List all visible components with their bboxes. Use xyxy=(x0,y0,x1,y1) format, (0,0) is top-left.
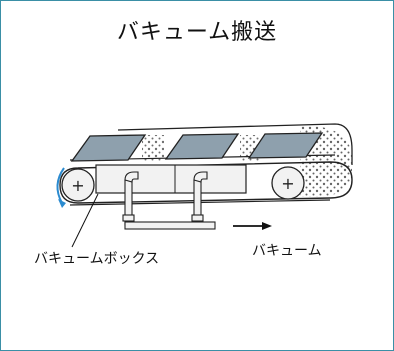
diagram-title: バキューム搬送 xyxy=(116,20,278,45)
belt-back-edge xyxy=(117,123,353,165)
vacuum-box-label: バキュームボックス xyxy=(34,251,160,267)
vacuum-label: バキューム xyxy=(252,243,322,259)
right-pulley-symbol: + xyxy=(281,174,294,193)
workpiece-plate-1 xyxy=(70,134,147,162)
workpiece-plate-3 xyxy=(247,132,324,159)
vacuum-piping xyxy=(122,171,216,230)
workpiece-plate-2 xyxy=(164,133,240,160)
rotation-arrow-head xyxy=(58,199,66,208)
rotation-arrow xyxy=(56,167,65,204)
right-pulley xyxy=(271,166,305,200)
vacuum-direction-arrow-head xyxy=(262,222,272,230)
vacuum-box xyxy=(95,164,247,194)
left-pulley-symbol: + xyxy=(71,176,84,195)
belt-perforations-mid-1 xyxy=(142,135,164,161)
vacuum-box-leader xyxy=(71,193,99,248)
belt-loop xyxy=(59,161,353,204)
left-pulley xyxy=(61,168,95,202)
